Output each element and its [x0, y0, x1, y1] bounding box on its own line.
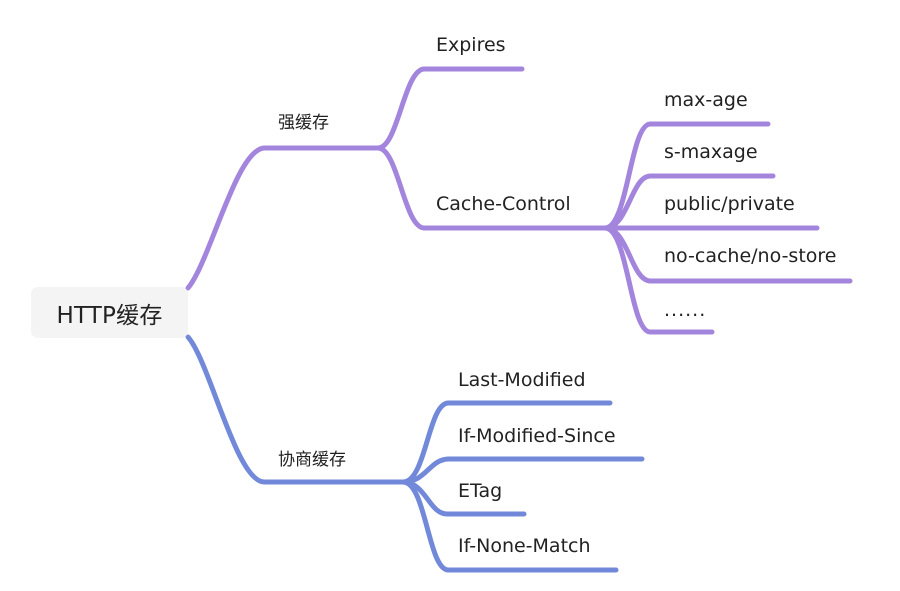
- node-strong-cache-label: 强缓存: [278, 113, 329, 133]
- node-cache-control-label: Cache-Control: [436, 193, 571, 215]
- node-etag-label: ETag: [458, 480, 503, 502]
- node-etag[interactable]: ETag: [458, 482, 502, 501]
- node-public-private[interactable]: public/private: [664, 195, 795, 214]
- node-expires-label: Expires: [436, 34, 506, 56]
- connector-negotiation-to-if-modified-since: [400, 456, 645, 485]
- node-ellipsis[interactable]: ......: [664, 301, 706, 320]
- node-max-age[interactable]: max-age: [664, 91, 748, 110]
- node-no-cache-no-store[interactable]: no-cache/no-store: [664, 247, 836, 266]
- root-node[interactable]: HTTP缓存: [31, 287, 188, 338]
- node-s-maxage-label: s-maxage: [664, 141, 758, 163]
- node-negotiation-cache[interactable]: 协商缓存: [278, 452, 346, 469]
- node-max-age-label: max-age: [664, 89, 748, 111]
- connector-root-to-negotiation-cache: [185, 334, 406, 485]
- node-strong-cache[interactable]: 强缓存: [278, 115, 329, 132]
- root-node-label: HTTP缓存: [56, 302, 163, 329]
- node-last-modified-label: Last-Modified: [458, 369, 586, 391]
- node-public-private-label: public/private: [664, 193, 795, 215]
- node-if-modified-since-label: If-Modified-Since: [458, 425, 616, 447]
- node-negotiation-cache-label: 协商缓存: [278, 450, 346, 470]
- connector-negotiation-to-if-none-match: [400, 479, 619, 573]
- node-cache-control[interactable]: Cache-Control: [436, 195, 571, 214]
- connector-strong-cache-to-cache-control: [375, 145, 608, 231]
- node-no-cache-no-store-label: no-cache/no-store: [664, 245, 837, 267]
- node-ellipsis-label: ......: [664, 299, 707, 321]
- node-expires[interactable]: Expires: [436, 36, 506, 55]
- node-last-modified[interactable]: Last-Modified: [458, 371, 586, 390]
- node-if-none-match[interactable]: If-None-Match: [458, 537, 591, 556]
- connector-root-to-strong-cache: [185, 145, 381, 291]
- node-s-maxage[interactable]: s-maxage: [664, 143, 758, 162]
- node-if-none-match-label: If-None-Match: [458, 535, 591, 557]
- node-if-modified-since[interactable]: If-Modified-Since: [458, 427, 616, 446]
- connector-negotiation-to-last-modified: [400, 400, 613, 485]
- connector-strong-cache-to-expires: [375, 66, 525, 151]
- connector-cache-control-to-ellipsis: [602, 225, 715, 335]
